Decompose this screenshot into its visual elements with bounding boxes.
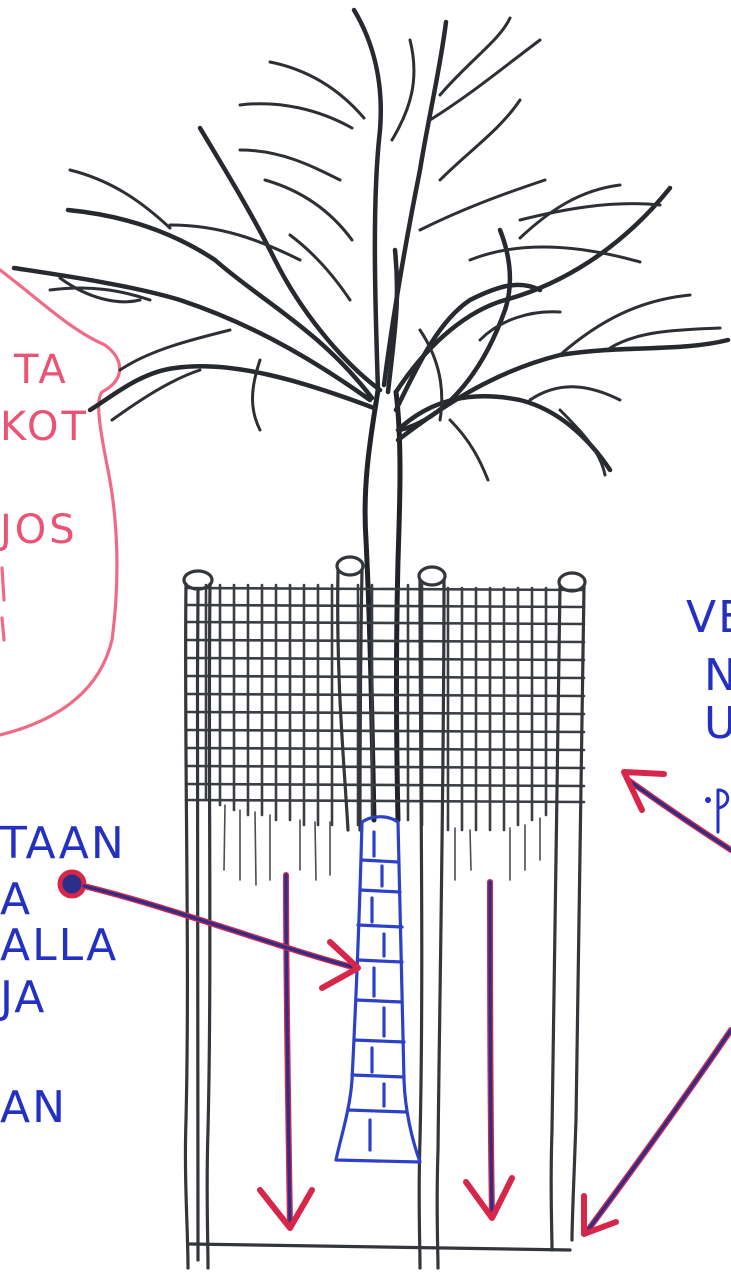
pink-note-bubble xyxy=(0,268,122,737)
trunk-wrap xyxy=(334,815,422,1164)
pink-note-line-1: TA xyxy=(13,347,69,393)
post-2 xyxy=(335,555,365,832)
arrow-to-mesh xyxy=(621,769,731,853)
post-4 xyxy=(549,571,587,1252)
blue-note-left-line-4: JA xyxy=(0,972,46,1023)
tree xyxy=(11,7,731,823)
arrow-to-trunk-wrap xyxy=(57,869,361,991)
blue-note-right-line-3: U xyxy=(704,698,731,749)
pink-note-line-2: KOT xyxy=(0,404,89,450)
blue-notes-left: TAAN A ALLA JA AN xyxy=(0,818,126,1133)
blue-note-left-line-3: ALLA xyxy=(0,920,118,971)
pink-note-line-3: JOS xyxy=(0,507,78,553)
blue-note-left-line-5: AN xyxy=(0,1082,67,1133)
pink-notes: TA KOT JOS xyxy=(0,347,89,642)
tree-trunk-right xyxy=(393,389,403,823)
arrow-to-post-base xyxy=(581,1027,731,1237)
arrows xyxy=(57,769,731,1237)
support-posts xyxy=(182,555,587,1270)
mesh-vertical-lines xyxy=(204,583,548,832)
mesh-guard xyxy=(184,583,586,886)
post-1 xyxy=(182,569,214,1270)
arrow-down-right xyxy=(463,879,515,1221)
blue-note-right-line-2: N xyxy=(704,650,731,701)
arrow-down-left xyxy=(257,872,315,1231)
post-3 xyxy=(417,565,447,1270)
blue-notes-right: VE N U xyxy=(686,592,731,834)
blue-note-left-line-2: A xyxy=(0,874,32,925)
mesh-horizontal-lines xyxy=(184,586,586,804)
ground-line xyxy=(188,1242,572,1252)
blue-note-left-line-1: TAAN xyxy=(0,818,126,869)
blue-note-right-line-1: VE xyxy=(686,592,731,643)
